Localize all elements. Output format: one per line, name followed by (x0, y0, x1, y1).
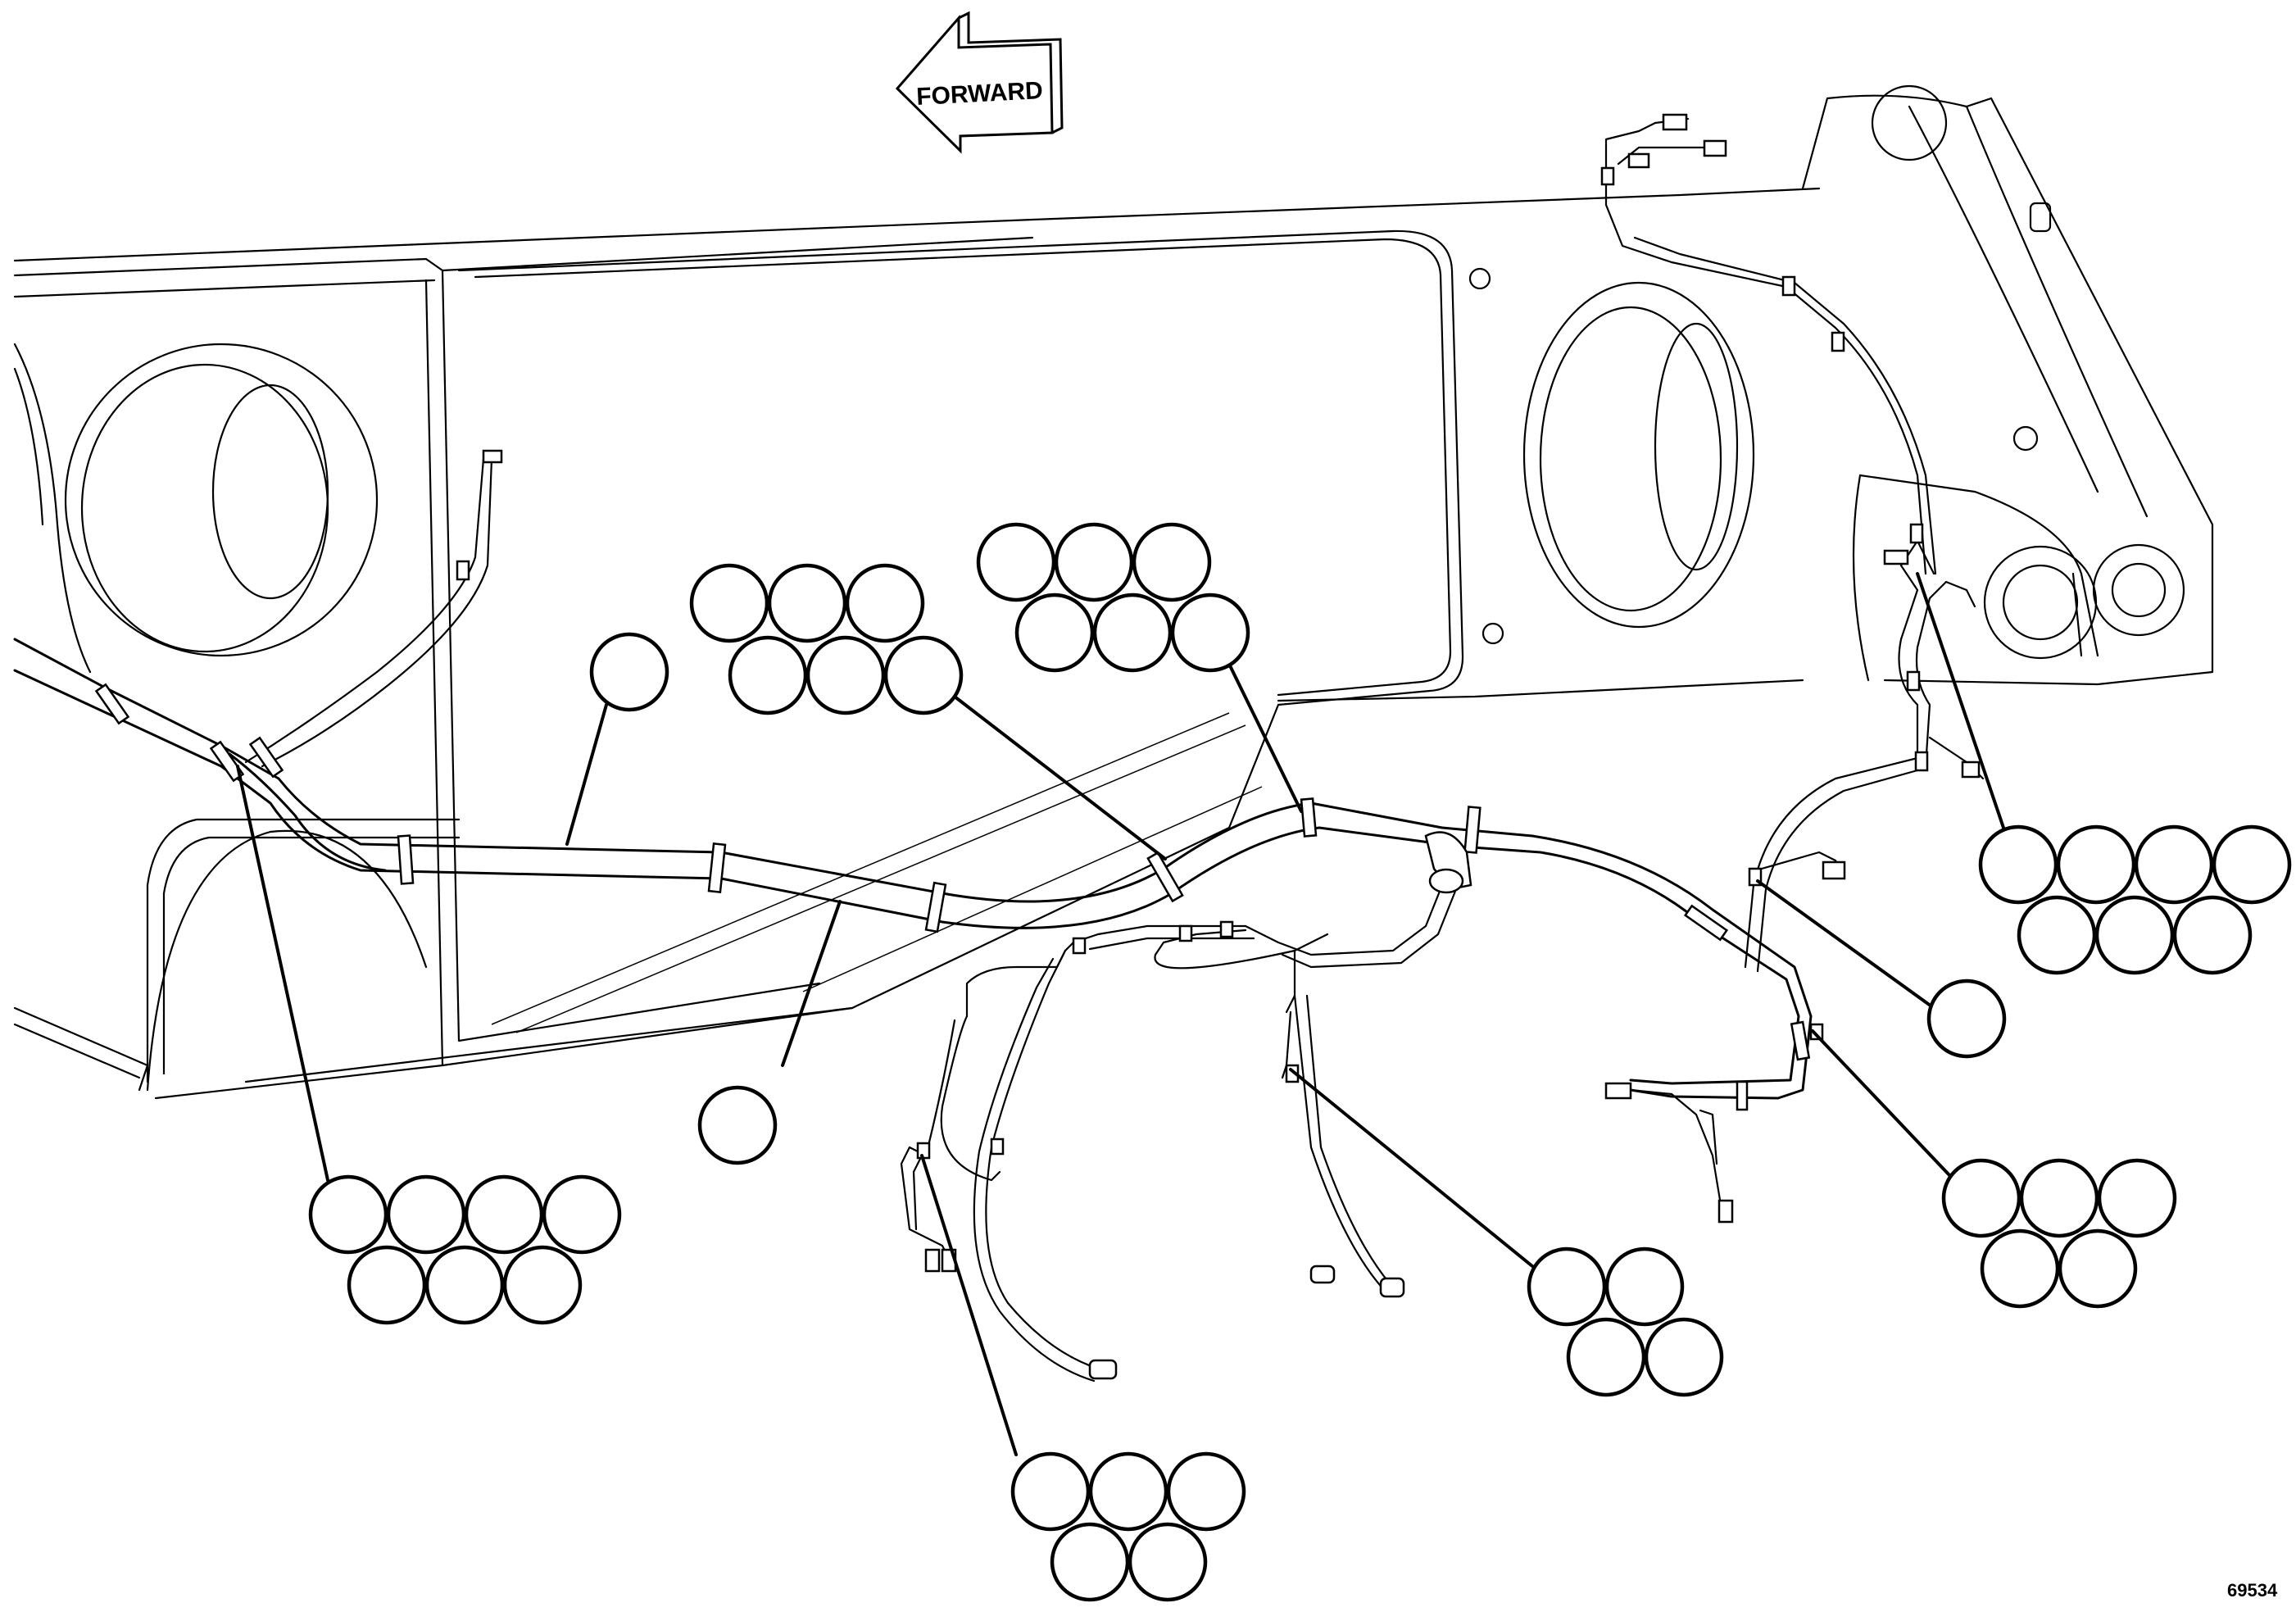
callout-center-left-clip (689, 563, 964, 715)
callout-balloon (347, 1245, 427, 1325)
forward-label: FORWARD (916, 77, 1044, 111)
callout-balloon (1132, 522, 1212, 602)
callout-balloon (845, 563, 925, 643)
callout-balloon (502, 1245, 583, 1325)
callout-balloon (1604, 1246, 1685, 1327)
callout-balloon (2212, 824, 2292, 905)
callout-balloon (1050, 1522, 1130, 1602)
callout-balloon (589, 632, 669, 712)
harness-clips (94, 275, 1929, 1160)
callout-center-clip (976, 522, 1250, 673)
callout-balloon (1566, 1317, 1646, 1397)
callout-balloon (1941, 1158, 2021, 1238)
callout-balloon (386, 1174, 466, 1255)
callout-left-clip (308, 1174, 622, 1325)
callout-balloon (728, 635, 808, 715)
callout-balloon (1128, 1522, 1208, 1602)
callout-balloon (1092, 593, 1173, 673)
callout-balloon (2056, 824, 2136, 905)
connectors (482, 113, 1981, 1380)
callout-balloon (2017, 895, 2097, 975)
callout-lower-left-branch (1010, 1451, 1246, 1602)
callout-balloon (1054, 522, 1134, 602)
callout-balloon (2019, 1158, 2099, 1238)
callout-right-upper-clip (1978, 824, 2292, 975)
main-harness (13, 117, 1985, 1383)
callout-balloon (1010, 1451, 1091, 1532)
callout-balloon (1170, 593, 1250, 673)
callout-balloon (1166, 1451, 1246, 1532)
callout-balloon (697, 1085, 778, 1165)
callout-balloon (2097, 1158, 2177, 1238)
callout-right-branch-clip (1926, 979, 2007, 1059)
callout-balloon (1926, 979, 2007, 1059)
callout-balloon (464, 1174, 544, 1255)
callout-balloon (1527, 1246, 1607, 1327)
callout-balloon (805, 635, 886, 715)
callout-balloon (308, 1174, 388, 1255)
callout-harness-lower (697, 1085, 778, 1165)
callout-balloon (542, 1174, 622, 1255)
callout-balloon (883, 635, 964, 715)
figure-number: 69534 (2227, 1580, 2278, 1601)
callout-right-lower-branch (1941, 1158, 2177, 1309)
callout-balloon (976, 522, 1056, 602)
callout-leaders (236, 572, 2005, 1456)
callout-balloon (1980, 1228, 2060, 1309)
callout-balloon (767, 563, 847, 643)
callout-lower-center-branch (1527, 1246, 1724, 1397)
callout-balloon (2172, 895, 2253, 975)
callout-balloon (2134, 824, 2214, 905)
callout-balloon (1978, 824, 2058, 905)
callout-balloon (689, 563, 769, 643)
callout-balloon (1644, 1317, 1724, 1397)
callout-balloon (2094, 895, 2175, 975)
callout-harness-upper (589, 632, 669, 712)
callout-balloon (1014, 593, 1095, 673)
chassis-frame (13, 84, 2214, 1100)
callout-balloon (2058, 1228, 2138, 1309)
callout-balloon (424, 1245, 505, 1325)
callout-balloon (1088, 1451, 1168, 1532)
forward-arrow: FORWARD (895, 11, 1064, 154)
